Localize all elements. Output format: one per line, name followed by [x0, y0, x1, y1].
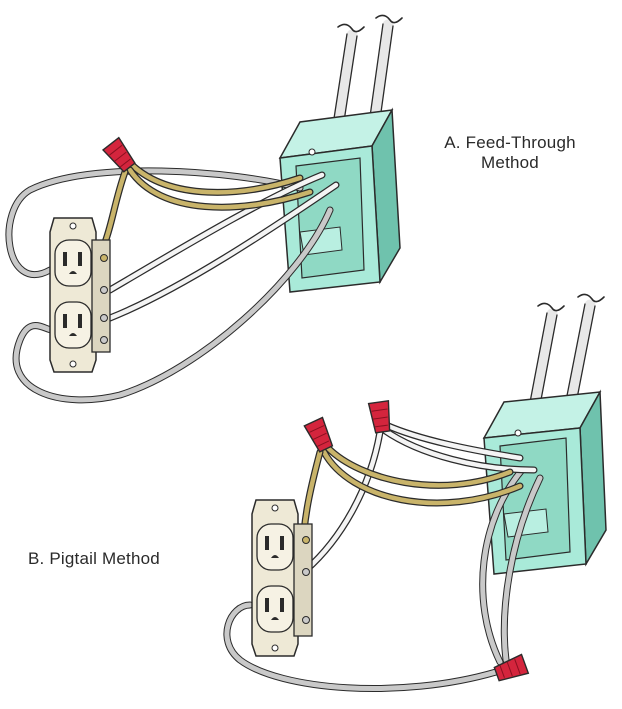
caption-pigtail: B. Pigtail Method [28, 549, 160, 568]
wire-nut-icon [493, 653, 530, 682]
wire-nut-icon [101, 136, 136, 173]
wire-nut-icon [367, 399, 391, 434]
electrical-box-icon [482, 389, 607, 575]
duplex-receptacle-icon [49, 217, 111, 373]
duplex-receptacle-icon [251, 499, 313, 657]
caption-a-line2: Method [481, 153, 539, 172]
caption-feed-through: A. Feed-Through Method [422, 133, 598, 173]
wire-nut-icon [303, 416, 334, 453]
diagram-a-feed-through [5, 14, 403, 404]
diagram-b-pigtail [223, 293, 607, 693]
caption-a-line1: A. Feed-Through [444, 133, 576, 152]
